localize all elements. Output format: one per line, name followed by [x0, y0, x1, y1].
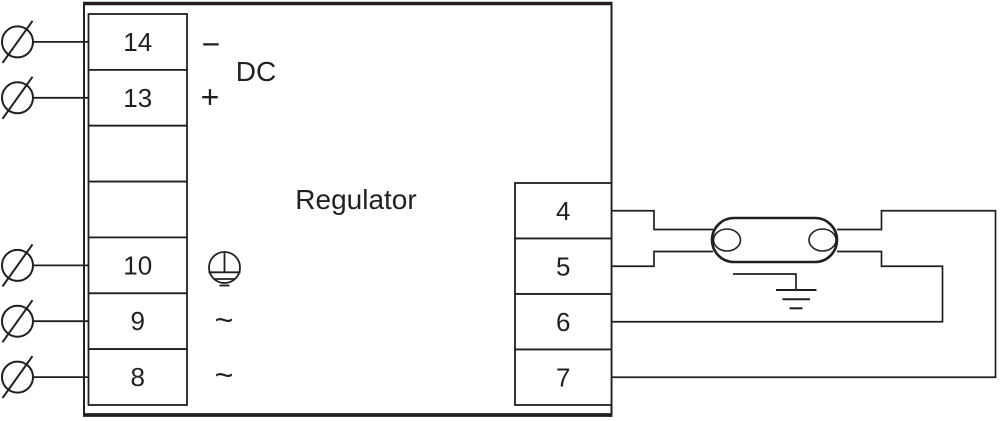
- screw-terminal-icon: [1, 243, 89, 287]
- ac-tilde-8: ~: [215, 357, 234, 393]
- dc-label: DC: [236, 56, 276, 87]
- screw-terminal-icon: [1, 76, 89, 120]
- ground-lead-wire: [733, 273, 797, 290]
- wire-terminal5-to-lamp: [611, 250, 713, 268]
- wire-lamp-to-terminal6: [611, 250, 944, 323]
- wire-terminal4-to-lamp: [611, 209, 713, 231]
- terminal-cell-6: [514, 293, 613, 351]
- ac-tilde-9: ~: [215, 302, 234, 338]
- protective-earth-icon: [208, 251, 241, 287]
- lamp-left-electrode: [712, 228, 742, 252]
- ground-icon: [733, 273, 817, 310]
- terminal-cell-9: [87, 292, 188, 350]
- terminal-label-10: 10: [123, 250, 152, 280]
- terminal-cell-empty-1: [87, 124, 188, 183]
- lamp-wiring: [611, 209, 997, 379]
- terminal-cell-8: [87, 348, 188, 406]
- supply-annotations: − DC + ~ ~: [201, 26, 277, 393]
- terminal-label-4: 4: [556, 196, 570, 226]
- lamp-right-electrode: [808, 228, 837, 252]
- left-terminal-block: 14 13 10 9 8: [87, 13, 188, 406]
- terminal-cell-4: [514, 182, 613, 240]
- screw-terminal-icon: [1, 355, 89, 399]
- terminal-label-13: 13: [123, 83, 152, 113]
- right-terminal-block: 4 5 6 7: [514, 182, 613, 406]
- terminal-label-5: 5: [556, 251, 570, 281]
- terminal-label-7: 7: [556, 362, 570, 392]
- lamp-tube: [710, 216, 839, 264]
- terminal-label-6: 6: [556, 307, 570, 337]
- wire-lamp-to-terminal7: [611, 209, 997, 379]
- terminal-label-14: 14: [123, 27, 152, 57]
- external-terminals-left: [1, 20, 89, 399]
- regulator-title: Regulator: [295, 184, 416, 215]
- terminal-label-8: 8: [131, 362, 145, 392]
- dc-minus-label: −: [202, 26, 221, 62]
- discharge-lamp-icon: [710, 216, 839, 264]
- screw-terminal-icon: [1, 20, 89, 64]
- dc-plus-label: +: [201, 79, 220, 115]
- screw-terminal-icon: [1, 299, 89, 343]
- terminal-label-9: 9: [131, 306, 145, 336]
- terminal-cell-13: [87, 69, 188, 127]
- terminal-cell-empty-2: [87, 180, 188, 239]
